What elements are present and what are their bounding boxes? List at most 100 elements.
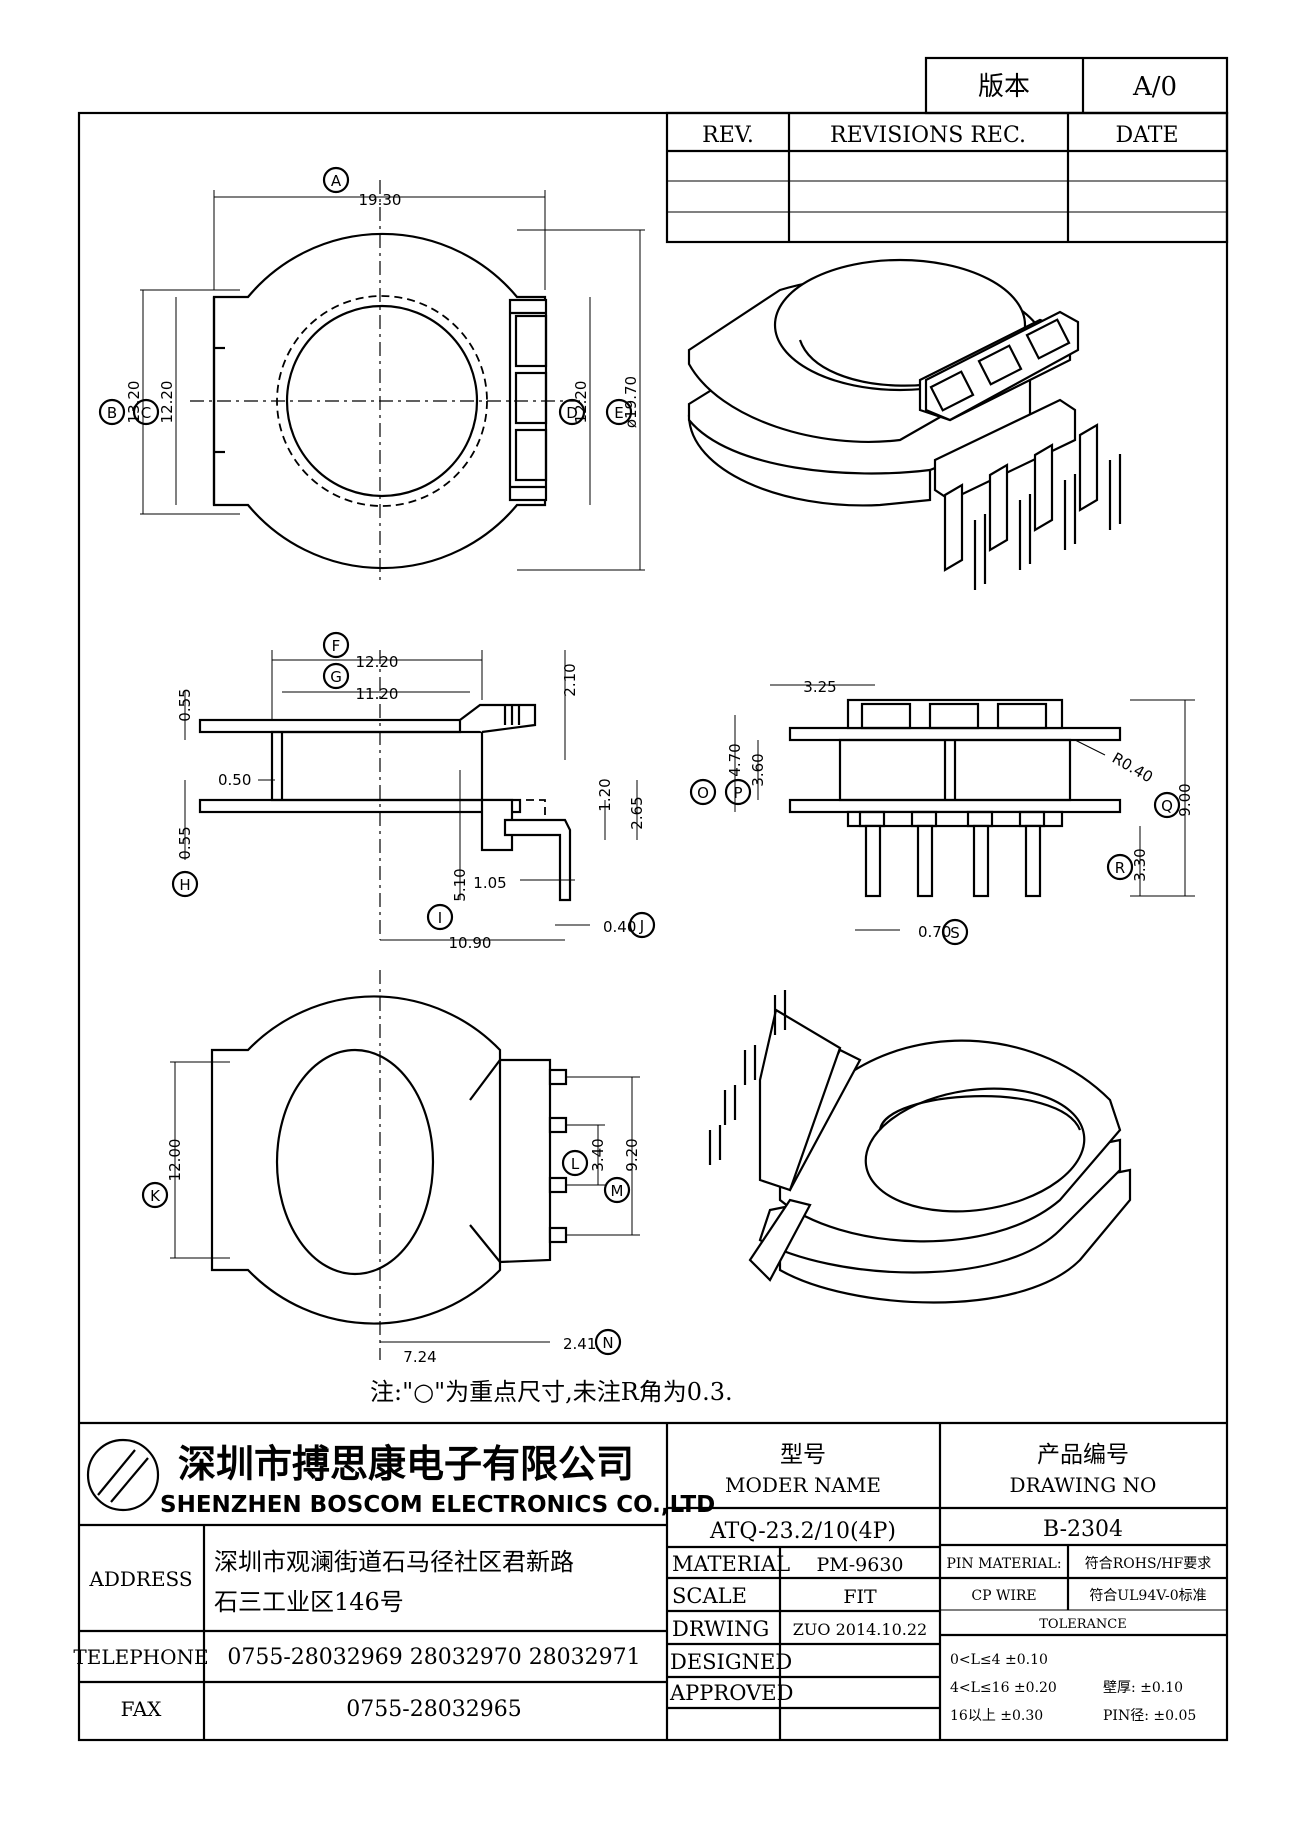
date-header: DATE	[1115, 123, 1178, 148]
circle-q: Q	[1161, 797, 1173, 815]
dim-e: ø19.70	[622, 376, 640, 428]
dim-j: 0.40	[603, 918, 636, 936]
circle-d: D	[566, 404, 578, 422]
circle-b: B	[107, 404, 117, 422]
circle-e: E	[614, 404, 623, 422]
circle-c: C	[141, 404, 151, 422]
isometric-view-bottom	[708, 990, 1132, 1304]
dim-n: 2.41	[563, 1335, 596, 1353]
drawing-no-label-cn: 产品编号	[1037, 1442, 1129, 1468]
dim-center: 7.24	[403, 1348, 436, 1366]
tolerance-line3: 16以上 ±0.30	[950, 1708, 1043, 1724]
tolerance-wall: 壁厚: ±0.10	[1103, 1680, 1183, 1696]
circle-l: L	[571, 1155, 580, 1173]
circle-i: I	[438, 909, 442, 927]
circle-h: H	[179, 876, 190, 894]
dim-s: 0.70	[918, 923, 951, 941]
dim-top-flange: 0.55	[176, 688, 194, 721]
dim-top-pin: 2.10	[561, 663, 579, 696]
tolerance-pin: PIN径: ±0.05	[1103, 1708, 1196, 1724]
circle-labels: A B C D E F G H I J K L M N O P Q R S	[98, 166, 1181, 1356]
dim-r: 3.30	[1131, 848, 1149, 881]
dim-pin-off: 1.05	[473, 874, 506, 892]
dim-c: 12.20	[158, 381, 176, 424]
cp-wire-value: 符合UL94V-0标准	[1089, 1588, 1206, 1604]
dim-o: 4.70	[726, 743, 744, 776]
company-name-cn: 深圳市搏思康电子有限公司	[178, 1441, 634, 1486]
circle-s: S	[950, 924, 960, 942]
scale-value: FIT	[843, 1586, 877, 1608]
dim-d: 12.20	[572, 381, 590, 424]
rev-header: REV.	[702, 123, 754, 148]
dim-b: 13.20	[125, 381, 143, 424]
version-value: A/0	[1132, 72, 1177, 102]
telephone-label: TELEPHONE	[73, 1645, 208, 1669]
fax-label: FAX	[121, 1697, 163, 1721]
circle-p: P	[733, 784, 742, 802]
dim-bottom-flange: 0.55	[176, 826, 194, 859]
version-box: 版本 A/0	[924, 56, 1229, 115]
drawing-no-label-en: DRAWING NO	[1010, 1473, 1157, 1497]
circle-n: N	[602, 1334, 613, 1352]
dim-front-top: 3.25	[803, 678, 836, 696]
isometric-view-top	[687, 258, 1122, 590]
dim-pin-step: 2.65	[628, 796, 646, 829]
tolerance-line1: 0<L≤4 ±0.10	[950, 1652, 1048, 1668]
address-label: ADDRESS	[88, 1567, 192, 1591]
front-view: 3.25 4.70 3.60 R0.40 9.00 3.30 0.70	[726, 678, 1195, 941]
dim-q: 9.00	[1176, 783, 1194, 816]
top-view: 19.30 13.20 12.20 12.20 ø19.70	[125, 180, 645, 580]
version-label: 版本	[978, 72, 1030, 102]
tolerance-line2: 4<L≤16 ±0.20	[950, 1680, 1057, 1696]
title-block: 深圳市搏思康电子有限公司 SHENZHEN BOSCOM ELECTRONICS…	[73, 1421, 1227, 1740]
model-value: ATQ-23.2/10(4P)	[709, 1519, 896, 1544]
circle-j: J	[639, 917, 644, 935]
model-label-en: MODER NAME	[725, 1473, 881, 1497]
dim-p: 3.60	[749, 753, 767, 786]
dim-radius: R0.40	[1109, 749, 1156, 787]
circle-g: G	[330, 668, 342, 686]
circle-r: R	[1115, 859, 1125, 877]
pin-material-value: 符合ROHS/HF要求	[1085, 1556, 1211, 1572]
dim-a: 19.30	[359, 191, 402, 209]
dim-g: 11.20	[356, 685, 399, 703]
dim-pin-h: 1.20	[596, 778, 614, 811]
dim-k: 12.00	[166, 1139, 184, 1182]
dim-i: 10.90	[449, 934, 492, 952]
cp-wire-label: CP WIRE	[971, 1588, 1036, 1604]
approved-label: APPROVED	[669, 1681, 793, 1705]
model-label-cn: 型号	[780, 1442, 826, 1468]
fax-value: 0755-28032965	[346, 1697, 521, 1722]
side-view: 12.20 11.20 2.10 0.55 0.50 0.55 1.20 2.6…	[176, 650, 646, 952]
circle-a: A	[331, 172, 342, 190]
dim-height: 5.10	[451, 868, 469, 901]
note-text: 注:"○"为重点尺寸,未注R角为0.3.	[370, 1378, 733, 1406]
revisions-rec-header: REVISIONS REC.	[830, 123, 1026, 148]
company-logo	[86, 1438, 160, 1512]
dim-l: 3.40	[589, 1138, 607, 1171]
company-name-en: SHENZHEN BOSCOM ELECTRONICS CO.,LTD	[160, 1492, 715, 1518]
circle-m: M	[611, 1182, 624, 1200]
tolerance-label: TOLERANCE	[1039, 1617, 1126, 1632]
circle-f: F	[332, 637, 341, 655]
dim-gap: 0.50	[218, 771, 251, 789]
circle-o: O	[697, 784, 709, 802]
address-line1: 深圳市观澜街道石马径社区君新路	[214, 1548, 574, 1576]
pin-material-label: PIN MATERIAL:	[946, 1556, 1061, 1572]
designed-label: DESIGNED	[670, 1650, 792, 1674]
revisions-table: REV. REVISIONS REC. DATE	[665, 111, 1229, 244]
dim-m: 9.20	[623, 1138, 641, 1171]
drwing-label: DRWING	[672, 1617, 769, 1641]
drwing-value: ZUO 2014.10.22	[793, 1620, 927, 1639]
material-value: PM-9630	[816, 1554, 903, 1576]
drawing-no-value: B-2304	[1043, 1517, 1123, 1542]
address-line2: 石三工业区146号	[214, 1588, 404, 1616]
circle-k: K	[150, 1187, 161, 1205]
telephone-value: 0755-28032969 28032970 28032971	[227, 1645, 640, 1670]
dim-f: 12.20	[356, 653, 399, 671]
bottom-view: 12.00 3.40 9.20 7.24 2.41	[166, 970, 641, 1366]
main-border	[77, 111, 1229, 1742]
scale-label: SCALE	[672, 1584, 747, 1608]
material-label: MATERIAL	[672, 1552, 790, 1576]
